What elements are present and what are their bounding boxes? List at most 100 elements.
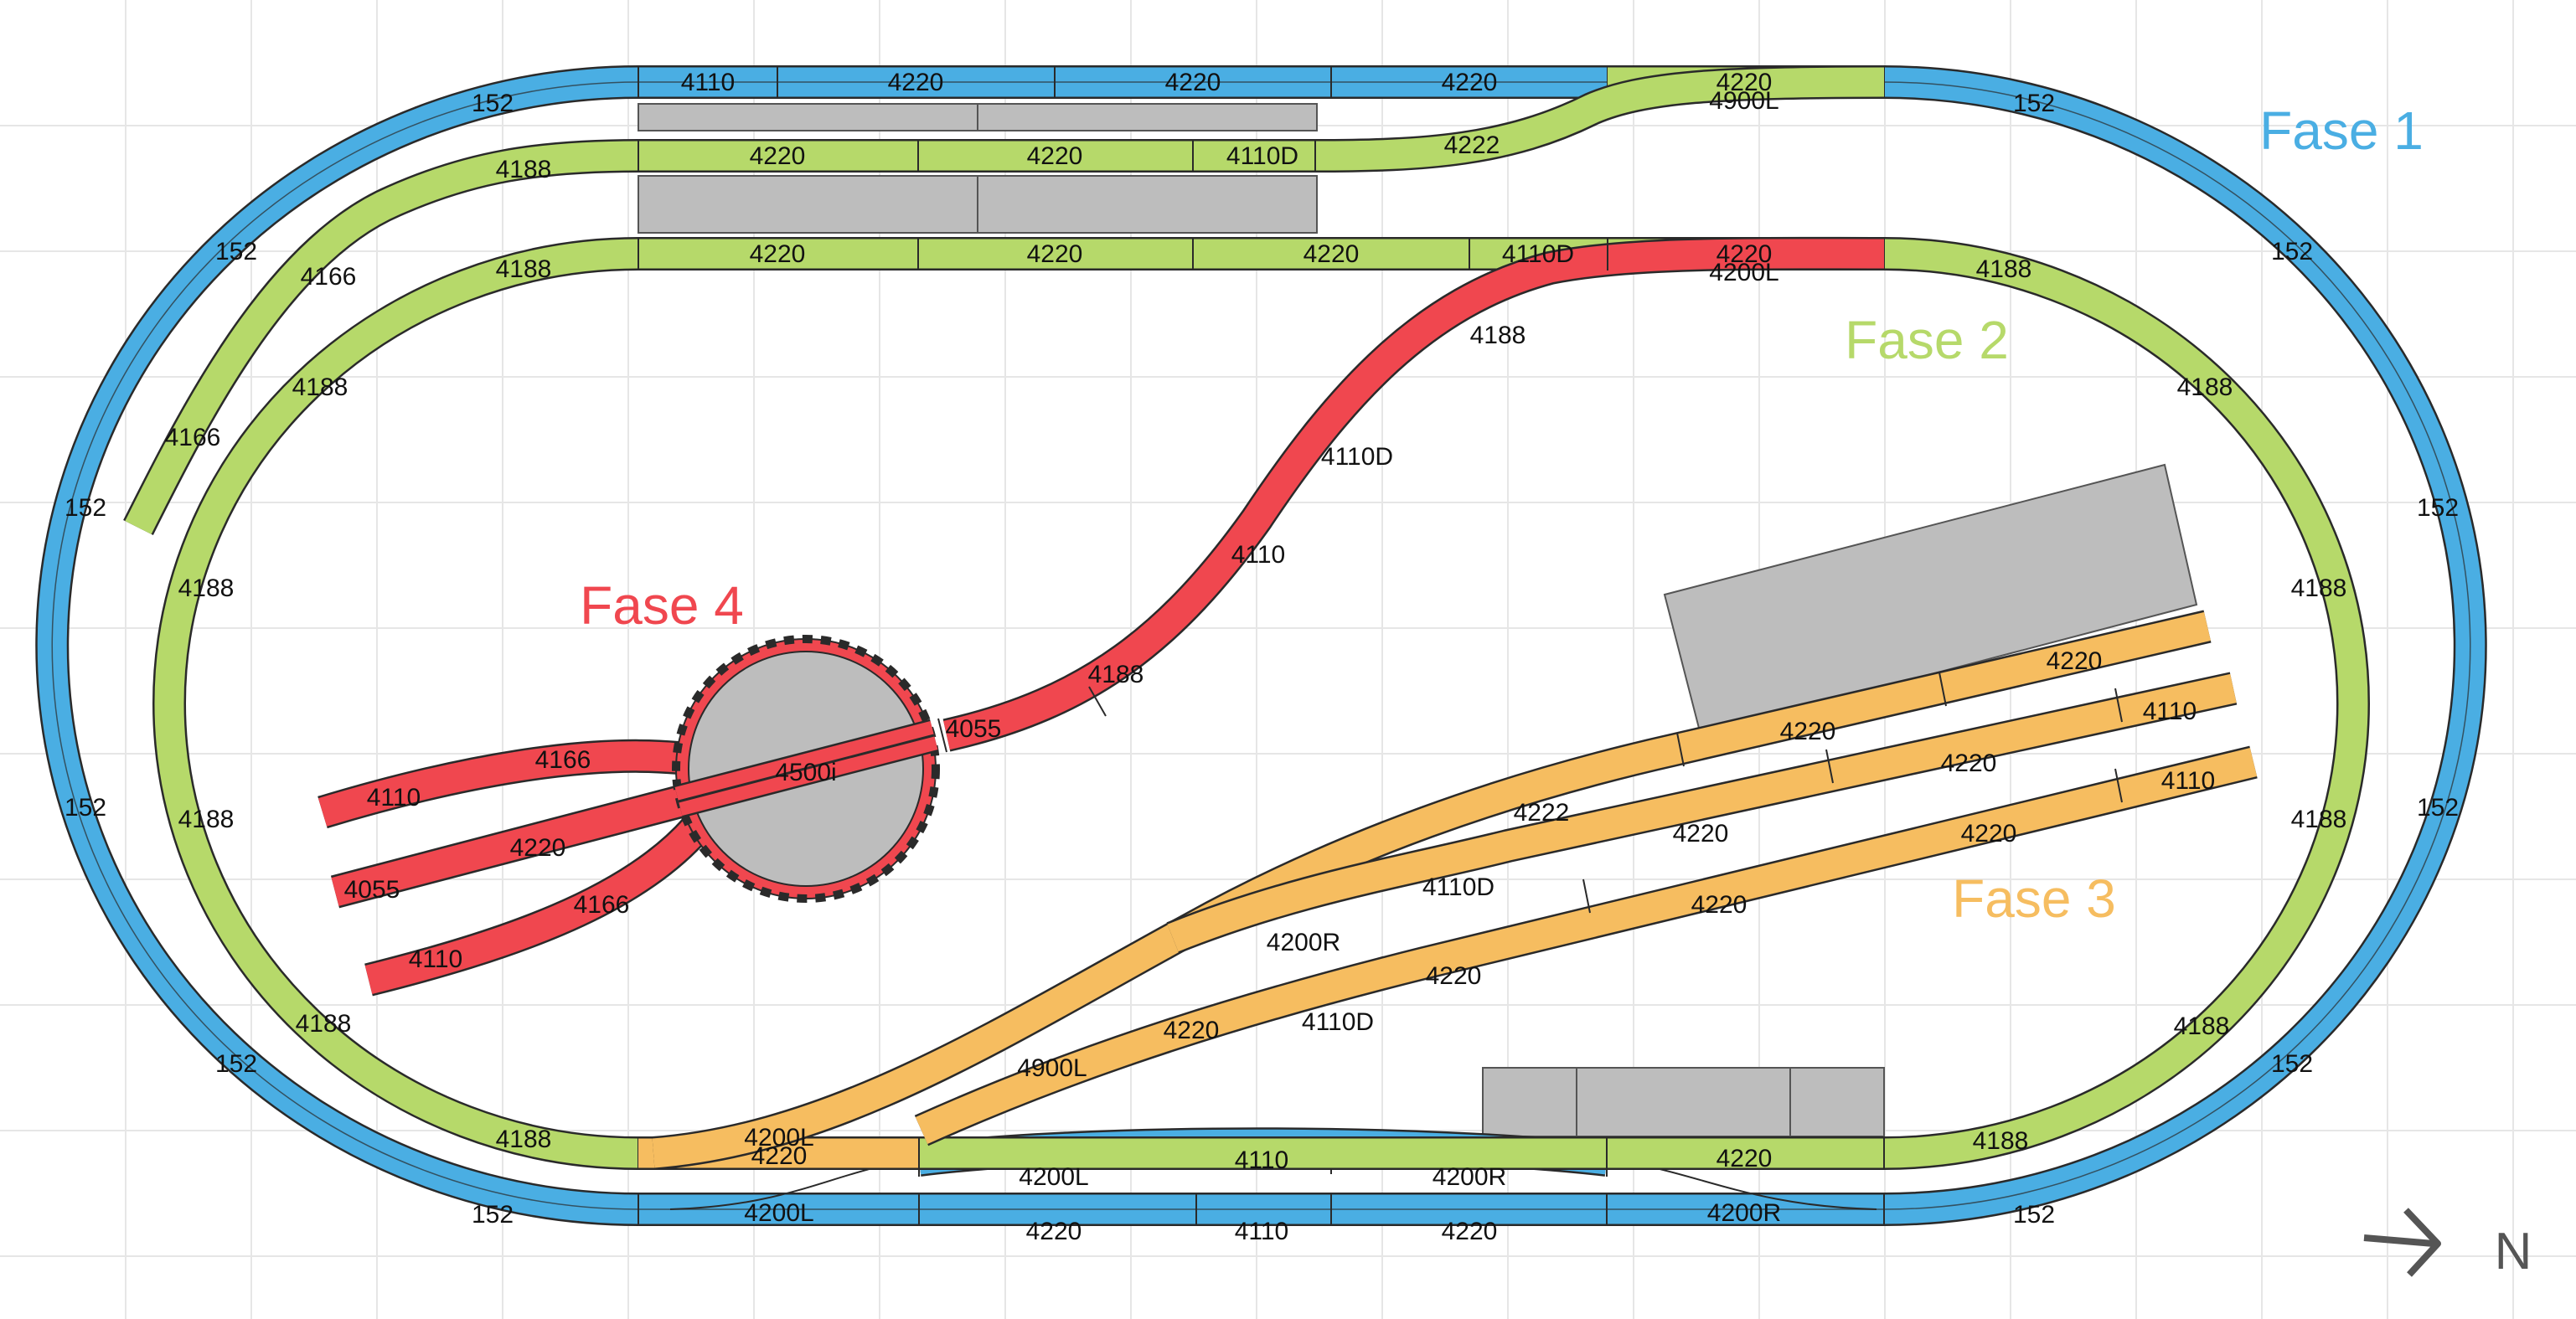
phase-4-label: Fase 4 bbox=[580, 575, 744, 636]
track-label: 4220 bbox=[888, 69, 944, 96]
track-label: 4166 bbox=[301, 263, 357, 291]
phase-1-label: Fase 1 bbox=[2259, 100, 2424, 161]
phase-3-track bbox=[638, 610, 2258, 1170]
track-label: 4200L bbox=[1019, 1163, 1088, 1191]
track-label: 4188 bbox=[496, 1126, 552, 1153]
red-labels: 4188 4110D 4110 4188 4055 4500i 4166 411… bbox=[344, 322, 1526, 973]
track-label: 4188 bbox=[1088, 661, 1144, 688]
track-label: 4220 bbox=[1780, 718, 1836, 745]
track-label: 4188 bbox=[296, 1010, 352, 1038]
track-label: 4220 bbox=[1442, 69, 1498, 96]
track-label: 152 bbox=[2417, 494, 2459, 522]
outer-labels: 4110 4220 4220 4220 152 152 152 152 152 … bbox=[65, 69, 2459, 1245]
track-label: 4055 bbox=[946, 715, 1002, 743]
track-label: 4110D bbox=[1302, 1008, 1374, 1036]
arrow-right-icon bbox=[2363, 1208, 2441, 1277]
building-bottom-1 bbox=[1482, 1067, 1577, 1137]
phase-2-track bbox=[123, 65, 2370, 1170]
track-label: 4188 bbox=[2177, 374, 2233, 401]
track-label: 4166 bbox=[574, 891, 630, 919]
track-label: 4110 bbox=[1231, 541, 1286, 569]
track-label: 4200L bbox=[744, 1124, 813, 1152]
track-label: 4900L bbox=[1709, 87, 1778, 115]
track-label: 4220 bbox=[1027, 240, 1083, 268]
orange-labels: 4220 4220 4110 4220 4220 4110 4220 4222 … bbox=[744, 647, 2215, 1170]
track-label: 4220 bbox=[1164, 1017, 1220, 1044]
track-label: 4220 bbox=[1303, 240, 1360, 268]
track-label: 4220 bbox=[1716, 240, 1773, 268]
track-label: 4220 bbox=[1442, 1218, 1498, 1245]
track-label: 4166 bbox=[535, 746, 591, 774]
track-label: 4188 bbox=[1973, 1127, 2029, 1155]
track-label: 152 bbox=[2271, 238, 2313, 265]
track-label: 4220 bbox=[2047, 647, 2103, 675]
building-bottom-3 bbox=[1789, 1067, 1885, 1137]
track-label: 4188 bbox=[496, 255, 552, 283]
building-platform-top-1 bbox=[638, 103, 978, 131]
track-label: 4222 bbox=[1444, 131, 1500, 159]
turntable-gear-ring bbox=[672, 635, 940, 903]
track-label: 152 bbox=[2013, 90, 2055, 117]
track-label: 152 bbox=[65, 794, 106, 822]
track-label: 4110 bbox=[409, 945, 463, 973]
track-label: 152 bbox=[2013, 1201, 2055, 1229]
track-label: 4220 bbox=[1027, 142, 1083, 170]
track-label: 4220 bbox=[750, 142, 806, 170]
track-label: 4900L bbox=[1017, 1054, 1087, 1082]
track-label: 4110 bbox=[2161, 767, 2216, 795]
track-label: 4110 bbox=[1235, 1146, 1289, 1174]
building-station-2 bbox=[977, 175, 1318, 234]
track-label: 4188 bbox=[1976, 255, 2032, 283]
track-label: 152 bbox=[65, 494, 106, 522]
track-label: 4220 bbox=[1026, 1218, 1082, 1245]
track-label: 4188 bbox=[178, 574, 235, 602]
track-label: 4220 bbox=[750, 240, 806, 268]
track-label: 4220 bbox=[1716, 69, 1773, 96]
track-label: 4200L bbox=[1709, 259, 1778, 286]
track-label: 4200R bbox=[1433, 1163, 1506, 1191]
phase-2-label: Fase 2 bbox=[1845, 310, 2009, 370]
building-bottom-2 bbox=[1576, 1067, 1791, 1137]
track-label: 4220 bbox=[1673, 820, 1729, 848]
track-label: 4110 bbox=[367, 784, 421, 811]
track-label: 4166 bbox=[165, 424, 221, 451]
phase-4-track bbox=[317, 236, 1885, 997]
track-label: 4188 bbox=[1470, 322, 1526, 349]
building-station-1 bbox=[638, 175, 978, 234]
track-label: 4220 bbox=[1165, 69, 1221, 96]
track-label: 4110D bbox=[1502, 240, 1574, 268]
track-label: 4200R bbox=[1267, 929, 1340, 956]
green-labels: 4220 4900L 4222 4220 4220 4110D 4188 416… bbox=[165, 69, 2347, 1172]
track-label: 4110 bbox=[2143, 698, 2197, 725]
track-label: 4188 bbox=[2291, 574, 2347, 602]
track-label: 4200R bbox=[1707, 1199, 1781, 1227]
track-label: 4220 bbox=[1961, 820, 2017, 848]
compass-label: N bbox=[2495, 1223, 2532, 1280]
track-label: 4220 bbox=[751, 1142, 808, 1170]
track-label: 152 bbox=[2271, 1050, 2313, 1078]
track-label: 4222 bbox=[1514, 799, 1570, 827]
track-label: 152 bbox=[215, 1050, 257, 1078]
track-label: 4220 bbox=[1691, 891, 1747, 919]
buildings bbox=[638, 103, 2198, 1137]
track-label: 4188 bbox=[178, 806, 235, 833]
track-label: 152 bbox=[472, 1201, 514, 1229]
compass: N bbox=[2363, 1208, 2532, 1280]
track-label: 152 bbox=[215, 238, 257, 265]
track-label: 152 bbox=[2417, 794, 2459, 822]
building-warehouse bbox=[1663, 463, 2198, 736]
track-label: 4220 bbox=[510, 834, 566, 862]
track-label: 4110D bbox=[1422, 873, 1494, 901]
phase-3-label: Fase 3 bbox=[1952, 868, 2116, 929]
track-label: 4200L bbox=[744, 1199, 813, 1227]
track-label: 4220 bbox=[1716, 1145, 1773, 1172]
building-platform-top-2 bbox=[977, 103, 1318, 131]
track-label: 4110 bbox=[1235, 1218, 1289, 1245]
track-label: 4110D bbox=[1226, 142, 1298, 170]
track-label: 152 bbox=[472, 90, 514, 117]
track-label: 4188 bbox=[2291, 806, 2347, 833]
track-label: 4110D bbox=[1321, 443, 1393, 471]
track-label: 4188 bbox=[496, 156, 552, 183]
